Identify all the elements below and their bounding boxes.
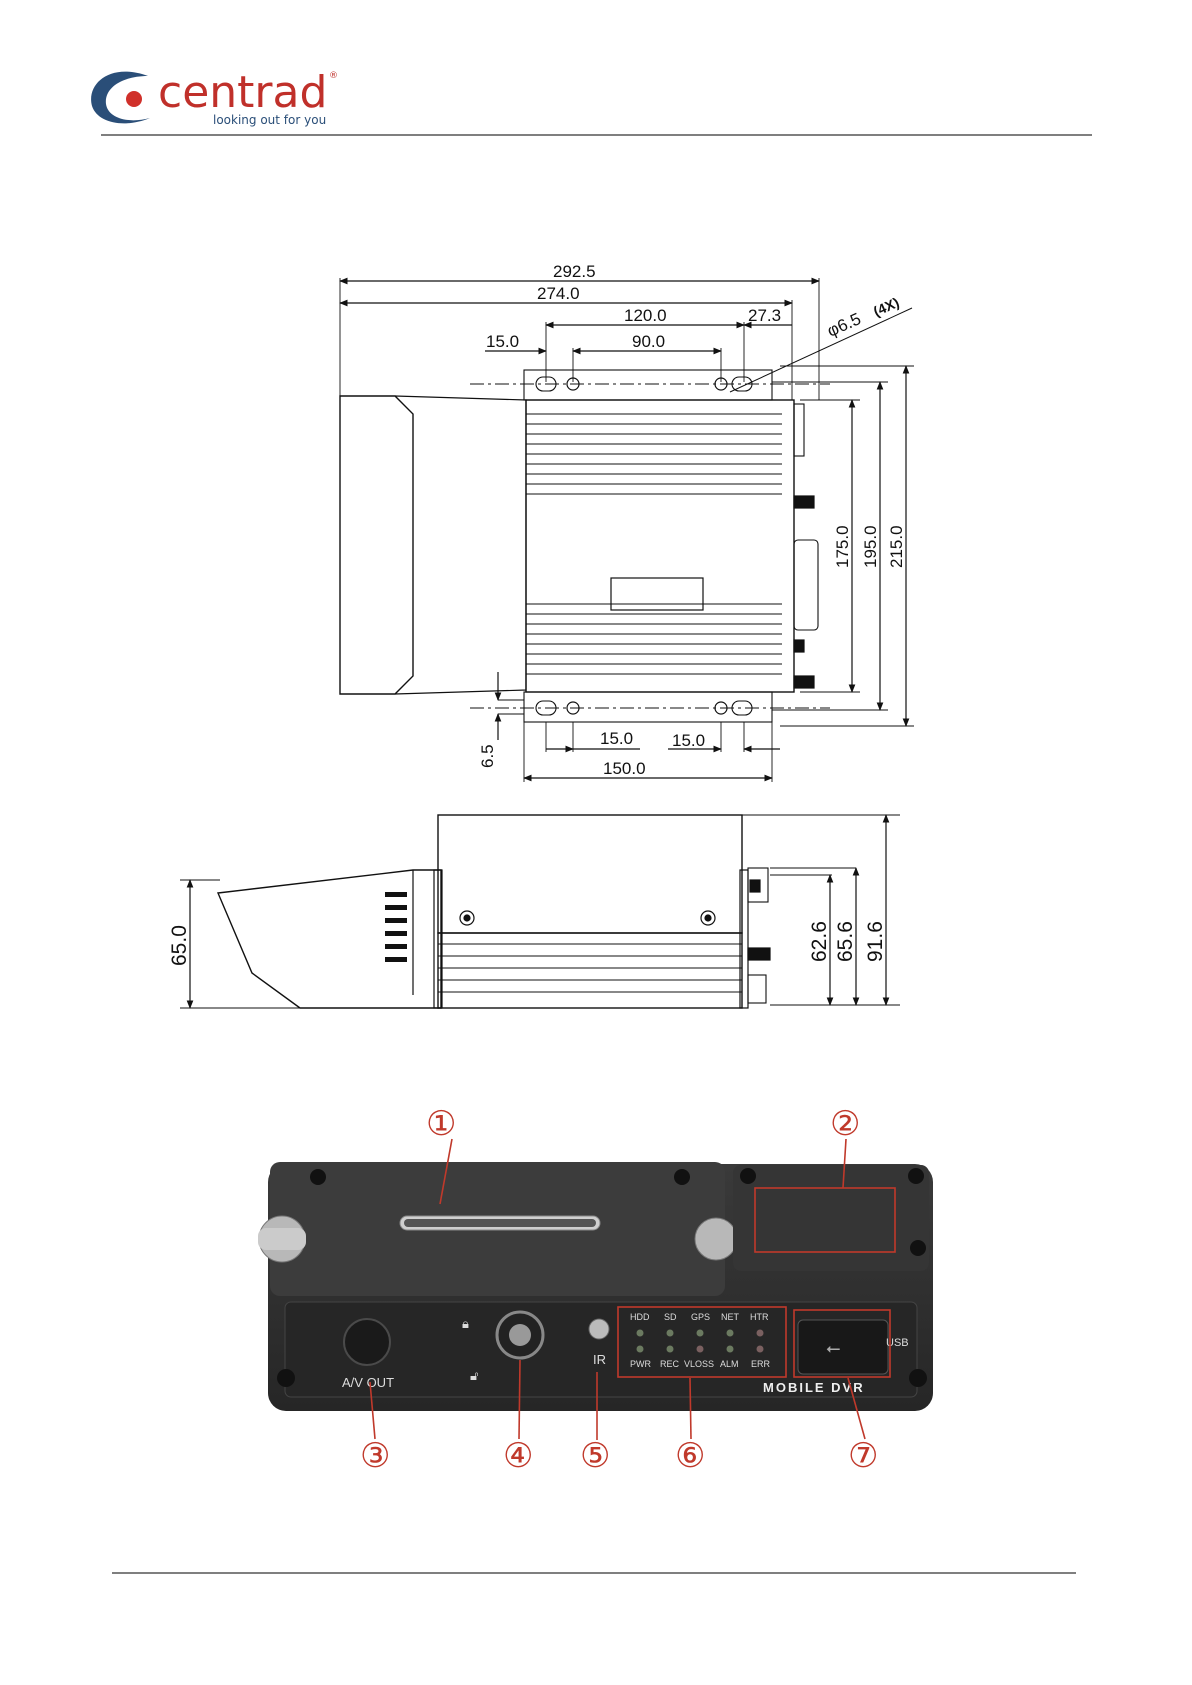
sd-card-door <box>733 1165 929 1271</box>
av-out-label: A/V OUT <box>342 1375 394 1390</box>
dim-292-5: 292.5 <box>553 262 596 281</box>
callout-3: ③ <box>360 1436 390 1476</box>
top-view-hood <box>340 396 413 694</box>
ir-label: IR <box>593 1352 606 1367</box>
lock-icon: 🔒︎ <box>462 1316 469 1331</box>
led-label-alm: ALM <box>720 1359 739 1369</box>
led-label-net: NET <box>721 1312 740 1322</box>
ir-sensor <box>589 1319 609 1339</box>
dim-hole-count: (4X) <box>871 294 902 319</box>
dim-6-5: 6.5 <box>478 744 497 768</box>
brand-logo: centrad ® looking out for you <box>91 67 338 127</box>
dim-195-0: 195.0 <box>861 525 880 568</box>
header: centrad ® looking out for you <box>91 67 1092 135</box>
usb-cover <box>798 1320 888 1374</box>
dim-27-3: 27.3 <box>748 306 781 325</box>
dim-91-6: 91.6 <box>864 921 887 962</box>
brand-registered: ® <box>329 71 338 81</box>
callout-1: ① <box>426 1104 456 1144</box>
led-label-sd: SD <box>664 1312 677 1322</box>
front-panel-photo: A/V OUT 🔒︎ 🔓︎ IR HDD SD GPS NET HTR PWR … <box>258 1104 933 1476</box>
side-view-body <box>438 815 742 933</box>
dim-15-0-bottom-a: 15.0 <box>600 729 633 748</box>
label-plate <box>611 578 703 610</box>
usb-icon: ⭠ <box>826 1338 840 1358</box>
dim-175-0: 175.0 <box>833 525 852 568</box>
dim-65-0: 65.0 <box>168 925 191 966</box>
dim-15-0-bottom-b: 15.0 <box>672 731 705 750</box>
led-label-err: ERR <box>751 1359 771 1369</box>
dim-hole-diameter: φ6.5 <box>824 309 863 340</box>
led-label-pwr: PWR <box>630 1359 651 1369</box>
side-view-drawing <box>180 815 900 1008</box>
dim-90-0: 90.0 <box>632 332 665 351</box>
led-label-rec: REC <box>660 1359 680 1369</box>
top-view-drawing <box>340 278 914 782</box>
thumb-screw-right-icon <box>695 1218 737 1260</box>
callout-2: ② <box>830 1104 860 1144</box>
av-out-port <box>344 1319 390 1365</box>
led-label-gps: GPS <box>691 1312 710 1322</box>
logo-dot-icon <box>126 91 142 107</box>
led-label-vloss: VLOSS <box>684 1359 714 1369</box>
dim-120-0: 120.0 <box>624 306 667 325</box>
dim-62-6: 62.6 <box>808 921 831 962</box>
dim-150-0: 150.0 <box>603 759 646 778</box>
brand-tagline: looking out for you <box>213 113 326 127</box>
dim-15-0-left: 15.0 <box>486 332 519 351</box>
unlock-icon: 🔓︎ <box>470 1368 478 1383</box>
led-label-htr: HTR <box>750 1312 769 1322</box>
callout-6: ⑥ <box>675 1436 705 1476</box>
dim-215-0: 215.0 <box>887 525 906 568</box>
callout-4: ④ <box>503 1436 533 1476</box>
callout-7: ⑦ <box>848 1436 878 1476</box>
dim-65-6: 65.6 <box>834 921 857 962</box>
brand-name: centrad <box>158 67 327 118</box>
led-label-hdd: HDD <box>630 1312 650 1322</box>
side-view-hood <box>218 870 441 1008</box>
dim-274-0: 274.0 <box>537 284 580 303</box>
callout-5: ⑤ <box>580 1436 610 1476</box>
